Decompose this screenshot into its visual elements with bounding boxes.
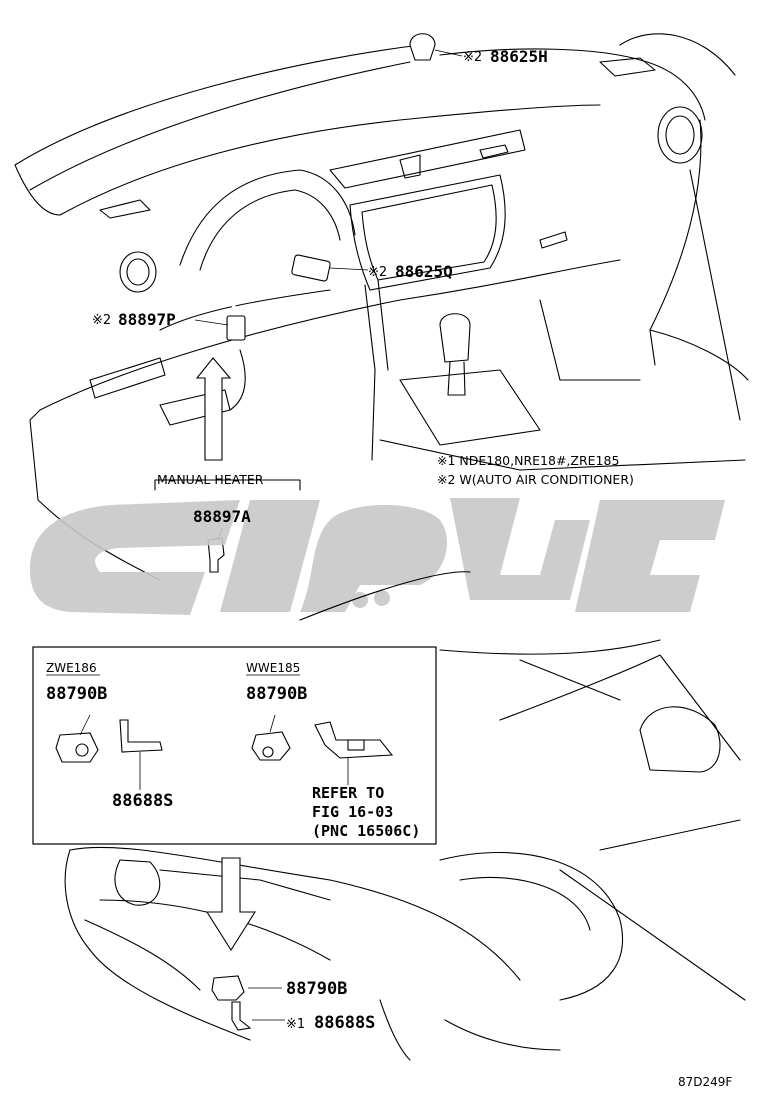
label-wwe-88790b: 88790B [246,684,307,704]
inset-box [32,646,437,845]
inset-right-model: WWE185 [246,661,300,675]
label-zwe-88688s: 88688S [112,791,173,811]
dashboard-drawing [14,33,749,581]
note-2: ※2 W(AUTO AIR CONDITIONER) [437,472,634,487]
label-bottom-88790b: 88790B [286,979,347,999]
label-88625h-mark: ※2 [463,50,482,65]
watermark-logo [30,498,725,615]
part-labels: ※2 88625H ※2 88625Q ※2 88897P ※1 NDE180,… [46,47,732,1089]
figure-code: 87D249F [678,1075,732,1089]
note-1: ※1 NDE180,NRE18#,ZRE185 [437,453,619,468]
label-88625q-mark: ※2 [368,265,387,280]
car-front-drawing [64,571,746,1061]
refer-line-2: FIG 16-03 [312,803,393,821]
label-88625q: 88625Q [395,262,453,281]
label-88897a: 88897A [193,507,251,526]
inset-left-model: ZWE186 [46,661,97,675]
label-bottom-88688s: 88688S [314,1013,375,1033]
label-88897p-mark: ※2 [92,313,111,328]
label-88897p: 88897P [118,310,176,329]
label-88625h: 88625H [490,47,548,66]
manual-heater-label: MANUAL HEATER [157,472,264,487]
label-zwe-88790b: 88790B [46,684,107,704]
refer-line-1: REFER TO [312,784,384,802]
label-bottom-88688s-mark: ※1 [286,1017,305,1032]
refer-line-3: (PNC 16506C) [312,822,420,840]
